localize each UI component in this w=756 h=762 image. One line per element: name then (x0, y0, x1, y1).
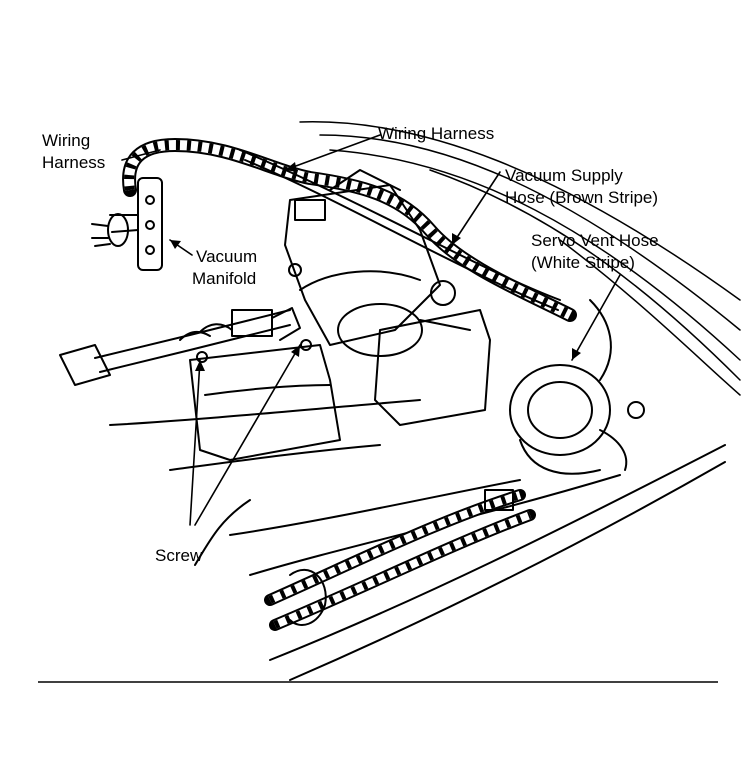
label-screw: Screw (155, 546, 203, 565)
leader-arrowheads (170, 162, 581, 371)
reservoir-drawing (374, 280, 491, 426)
leader-lines (121, 134, 621, 526)
wiring-harness-drawing (122, 138, 577, 322)
label-vacuum-manifold-line2: Manifold (192, 269, 257, 288)
label-servo-vent-line1: Servo Vent Hose (531, 231, 659, 250)
label-wiring-harness-top: Wiring Harness (378, 124, 495, 143)
vacuum-manifold-drawing (91, 177, 163, 271)
label-servo-vent-line2: (White Stripe) (531, 253, 635, 272)
servo-vent-assembly-drawing (509, 299, 645, 475)
label-wiring-harness-left-line1: Wiring (42, 131, 91, 150)
label-vacuum-manifold-line1: Vacuum (196, 247, 258, 266)
servo-canister-drawing (284, 169, 441, 357)
throttle-linkage-drawing (59, 307, 301, 386)
label-vacuum-supply-line2: Hose (Brown Stripe) (505, 188, 659, 207)
label-wiring-harness-left-line2: Harness (42, 153, 106, 172)
vacuum-supply-hose-drawing (239, 149, 561, 311)
lower-cables-drawing (264, 489, 536, 631)
bracket-drawing (189, 339, 341, 461)
label-vacuum-supply-line1: Vacuum Supply (505, 166, 623, 185)
